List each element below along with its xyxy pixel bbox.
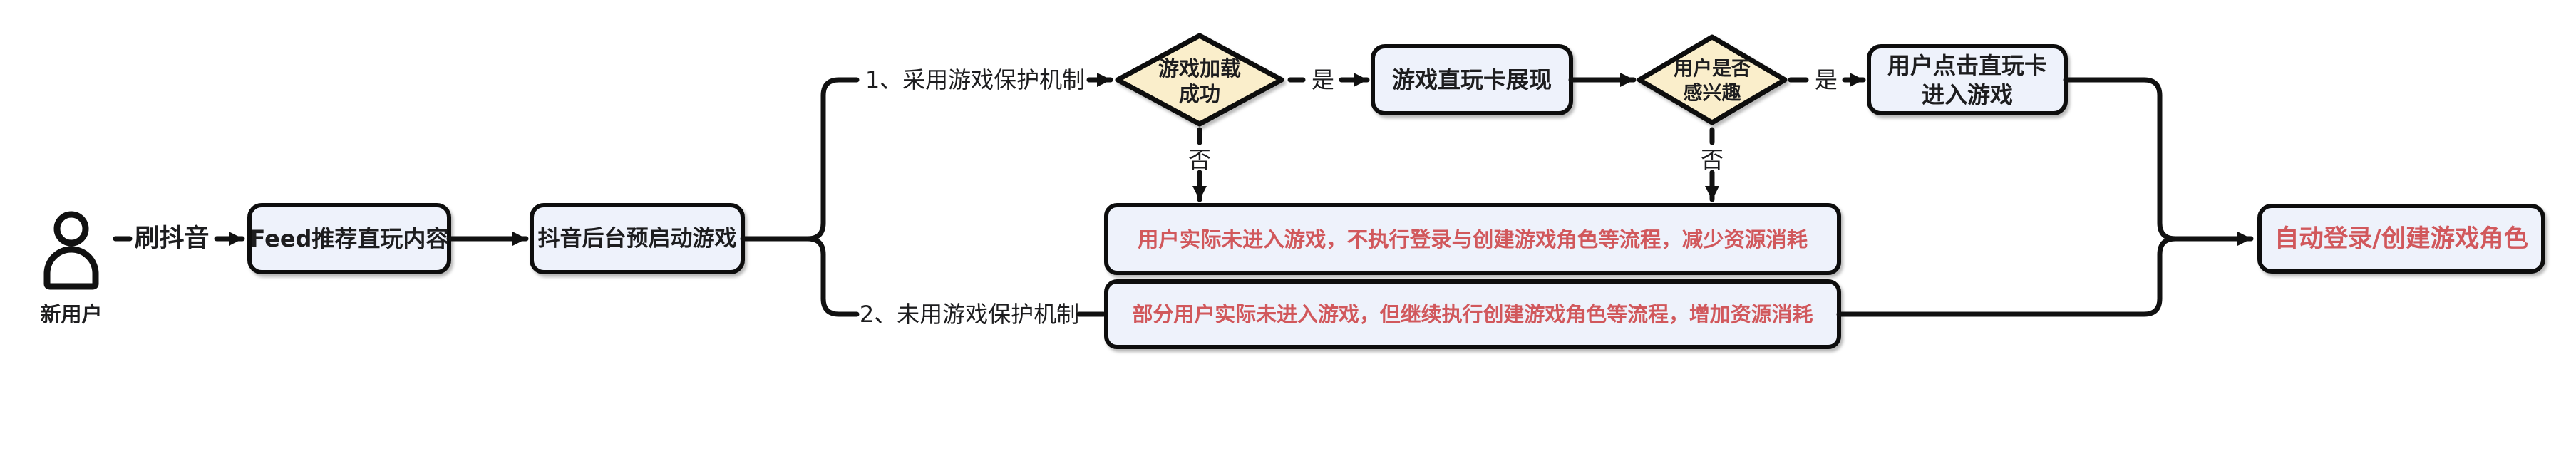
edge-label-yes-1: 是 (1312, 66, 1334, 93)
connector-merge-top (2063, 77, 2178, 242)
connector-split-bottom (805, 236, 860, 317)
node-feed-recommend-label: Feed推荐直玩内容 (250, 225, 449, 252)
decision-game-loaded-line1: 游戏加载 (1158, 56, 1241, 81)
edge-label-no-1: 否 (1188, 146, 1211, 173)
edge-label-no-2: 否 (1701, 146, 1724, 173)
decision-game-loaded (1115, 33, 1284, 127)
person-icon (43, 211, 99, 290)
person-head-icon (53, 211, 89, 247)
node-click-card-line2: 进入游戏 (1922, 81, 2013, 108)
node-auto-login (2257, 204, 2545, 274)
connector-merge-bottom (1836, 236, 2178, 317)
node-outcome-protected (1104, 203, 1841, 275)
connector-split-top (805, 77, 860, 242)
node-prelaunch-label: 抖音后台预启动游戏 (538, 226, 737, 252)
node-auto-login-label: 自动登录/创建游戏角色 (2274, 224, 2528, 253)
node-click-card-line1: 用户点击直玩卡 (1887, 52, 2047, 79)
actor-label: 新用户 (40, 302, 102, 326)
node-card-display-label: 游戏直玩卡展现 (1392, 66, 1552, 93)
decision-user-interested-line1: 用户是否 (1674, 58, 1751, 81)
edge-label-branch2: 2、未用游戏保护机制 (860, 301, 1079, 328)
edge-label-browse: 刷抖音 (134, 224, 209, 253)
decision-user-interested (1637, 34, 1788, 125)
decision-game-loaded-line2: 成功 (1179, 82, 1220, 106)
edge-label-branch1: 1、采用游戏保护机制 (865, 66, 1085, 93)
edge-label-yes-2: 是 (1815, 66, 1838, 93)
node-outcome-unprotected-label: 部分用户实际未进入游戏，但继续执行创建游戏角色等流程，增加资源消耗 (1133, 302, 1813, 326)
node-outcome-protected-label: 用户实际未进入游戏，不执行登录与创建游戏角色等流程，减少资源消耗 (1138, 227, 1808, 252)
decision-user-interested-line2: 感兴趣 (1684, 82, 1741, 105)
person-body-icon (43, 246, 99, 290)
